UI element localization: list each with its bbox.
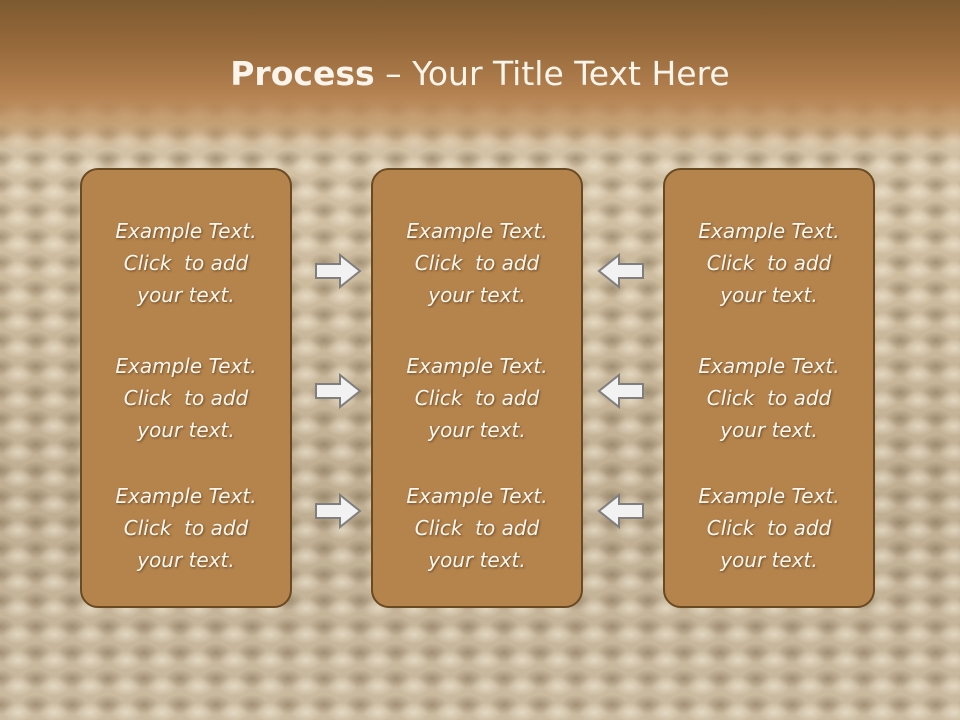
text-placeholder[interactable]: Example Text. Click to add your text. xyxy=(82,350,290,446)
text-placeholder[interactable]: Example Text. Click to add your text. xyxy=(665,480,873,576)
text-line: Click to add xyxy=(706,516,832,540)
text-placeholder[interactable]: Example Text. Click to add your text. xyxy=(82,215,290,311)
text-line: Example Text. xyxy=(698,354,840,378)
process-box-left: Example Text. Click to add your text. Ex… xyxy=(80,168,292,608)
text-placeholder[interactable]: Example Text. Click to add your text. xyxy=(373,350,581,446)
text-line: Click to add xyxy=(414,386,540,410)
text-line: Example Text. xyxy=(406,484,548,508)
text-line: your text. xyxy=(720,418,818,442)
text-line: Click to add xyxy=(123,386,249,410)
text-line: Click to add xyxy=(706,251,832,275)
process-box-right: Example Text. Click to add your text. Ex… xyxy=(663,168,875,608)
text-line: your text. xyxy=(720,548,818,572)
text-line: Example Text. xyxy=(115,219,257,243)
text-line: your text. xyxy=(720,283,818,307)
text-placeholder[interactable]: Example Text. Click to add your text. xyxy=(665,215,873,311)
right-arrow-icon xyxy=(315,252,362,290)
title-rest: – Your Title Text Here xyxy=(374,54,730,93)
text-line: your text. xyxy=(428,548,526,572)
left-arrow-icon xyxy=(597,252,644,290)
text-line: your text. xyxy=(137,283,235,307)
title-bold: Process xyxy=(230,54,375,93)
text-line: Example Text. xyxy=(698,219,840,243)
text-line: Click to add xyxy=(706,386,832,410)
left-arrow-icon xyxy=(597,492,644,530)
process-box-center: Example Text. Click to add your text. Ex… xyxy=(371,168,583,608)
text-line: Example Text. xyxy=(115,354,257,378)
text-line: Example Text. xyxy=(698,484,840,508)
text-placeholder[interactable]: Example Text. Click to add your text. xyxy=(373,480,581,576)
text-line: Example Text. xyxy=(406,354,548,378)
text-placeholder[interactable]: Example Text. Click to add your text. xyxy=(82,480,290,576)
right-arrow-icon xyxy=(315,492,362,530)
text-line: Click to add xyxy=(414,516,540,540)
text-line: Example Text. xyxy=(115,484,257,508)
text-line: Click to add xyxy=(123,251,249,275)
slide-title[interactable]: Process – Your Title Text Here xyxy=(0,54,960,93)
text-line: your text. xyxy=(428,418,526,442)
text-line: Click to add xyxy=(123,516,249,540)
text-placeholder[interactable]: Example Text. Click to add your text. xyxy=(665,350,873,446)
text-line: your text. xyxy=(137,418,235,442)
text-line: Click to add xyxy=(414,251,540,275)
text-line: your text. xyxy=(137,548,235,572)
title-bar xyxy=(0,0,960,150)
text-line: Example Text. xyxy=(406,219,548,243)
left-arrow-icon xyxy=(597,372,644,410)
text-placeholder[interactable]: Example Text. Click to add your text. xyxy=(373,215,581,311)
right-arrow-icon xyxy=(315,372,362,410)
text-line: your text. xyxy=(428,283,526,307)
